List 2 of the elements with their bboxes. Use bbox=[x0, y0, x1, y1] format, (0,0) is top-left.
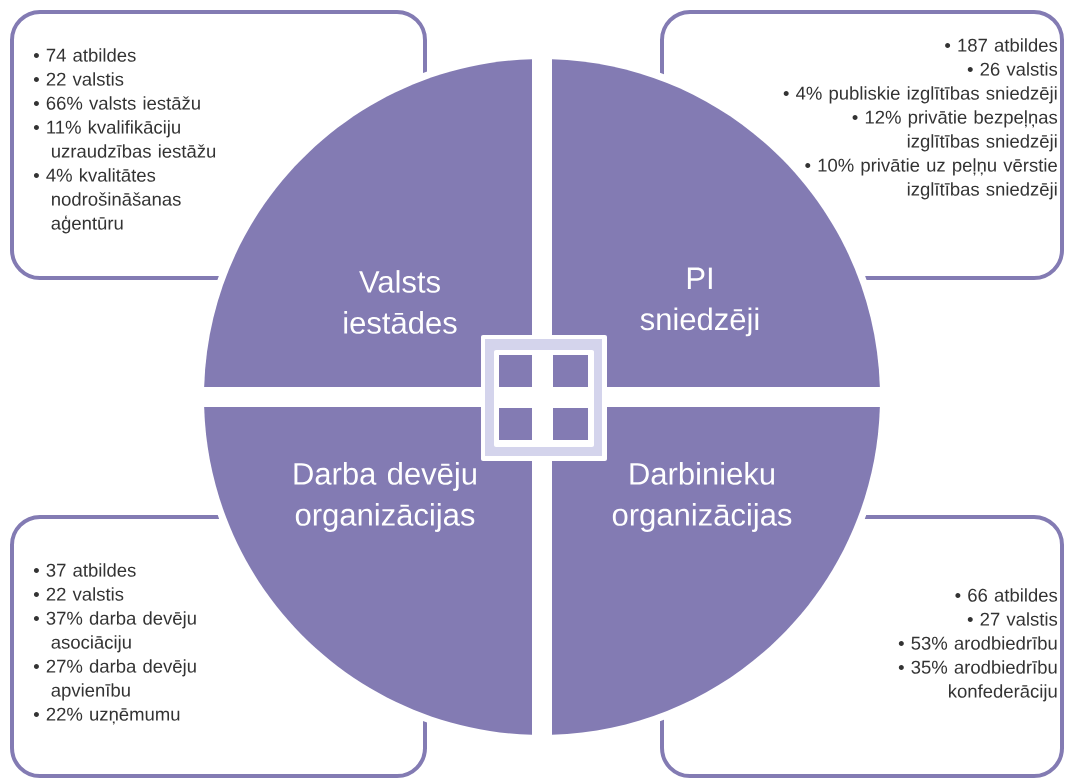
quadrant: Darba devēju organizācijas bbox=[204, 407, 532, 735]
quadrant: Darbinieku organizācijas bbox=[552, 407, 880, 735]
